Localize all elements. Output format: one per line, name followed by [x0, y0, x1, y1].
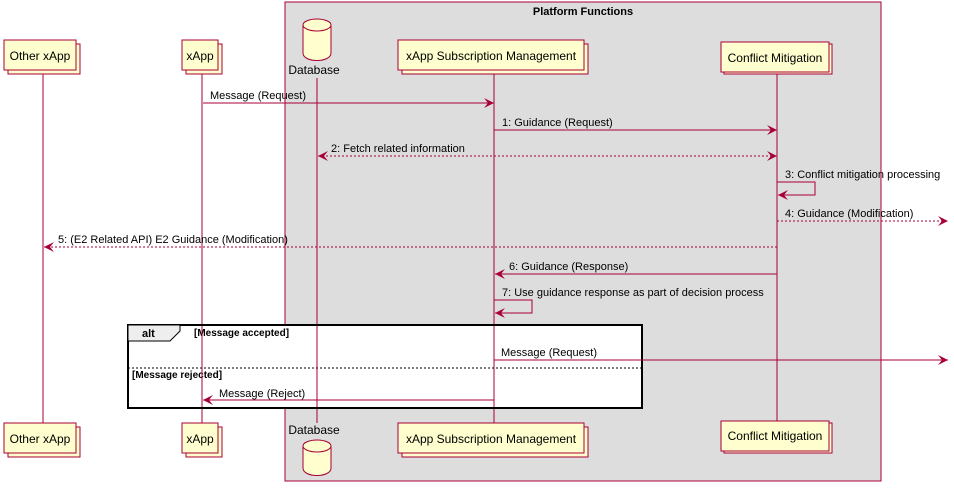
platform-functions-title: Platform Functions [533, 6, 633, 18]
participant-conflict-mitigation-bottom: Conflict Mitigation [720, 420, 833, 454]
participant-xapp-top: xApp [181, 39, 223, 75]
message-label: 7: Use guidance response as part of deci… [502, 287, 764, 299]
participant-label: Conflict Mitigation [728, 429, 823, 443]
participant-conflict-mitigation-top: Conflict Mitigation [720, 41, 833, 75]
message-label: 5: (E2 Related API) E2 Guidance (Modific… [58, 234, 288, 246]
participant-subscription-mgmt-bottom: xApp Subscription Management [397, 422, 589, 458]
participant-other-xapp-top: Other xApp [3, 39, 81, 75]
participant-label: xApp Subscription Management [406, 432, 577, 446]
participant-database-bottom: Database [288, 423, 340, 476]
message-label: 2: Fetch related information [331, 143, 465, 155]
alt-keyword: alt [142, 328, 155, 340]
message-label: 3: Conflict mitigation processing [785, 169, 940, 181]
participant-label: xApp [186, 49, 214, 63]
participant-label: Database [288, 423, 340, 437]
alt-guard-rejected: [Message rejected] [132, 370, 222, 381]
participant-xapp-bottom: xApp [181, 422, 223, 458]
participant-label: xApp Subscription Management [406, 49, 577, 63]
participant-other-xapp-bottom: Other xApp [3, 422, 81, 458]
message-5: 5: (E2 Related API) E2 Guidance (Modific… [44, 234, 777, 252]
participant-label: Other xApp [10, 432, 71, 446]
database-icon [302, 18, 332, 32]
participant-subscription-mgmt-top: xApp Subscription Management [397, 39, 589, 75]
alt-guard-accepted: [Message accepted] [194, 328, 289, 339]
message-label: Message (Reject) [219, 388, 305, 400]
message-2: 2: Fetch related information [318, 143, 777, 161]
message-8: Message (Request) [494, 347, 948, 365]
message-0: Message (Request) [203, 90, 494, 108]
alt-fragment: alt [Message accepted] [Message rejected… [127, 324, 643, 409]
participant-label: Conflict Mitigation [728, 51, 823, 65]
message-7: 7: Use guidance response as part of deci… [494, 287, 764, 318]
message-3: 3: Conflict mitigation processing [777, 169, 940, 200]
message-label: 6: Guidance (Response) [509, 261, 628, 273]
participant-label: Other xApp [10, 49, 71, 63]
message-label: 1: Guidance (Request) [502, 117, 613, 129]
message-1: 1: Guidance (Request) [494, 117, 777, 135]
participant-label: Database [288, 63, 340, 77]
message-4: 4: Guidance (Modification) [777, 208, 948, 226]
message-9: Message (Reject) [203, 388, 494, 405]
participant-database-top: Database [288, 18, 340, 77]
message-6: 6: Guidance (Response) [495, 261, 777, 279]
participant-label: xApp [186, 432, 214, 446]
message-label: Message (Request) [210, 90, 306, 102]
message-label: Message (Request) [501, 347, 597, 359]
database-icon [302, 439, 332, 453]
message-label: 4: Guidance (Modification) [785, 208, 913, 220]
